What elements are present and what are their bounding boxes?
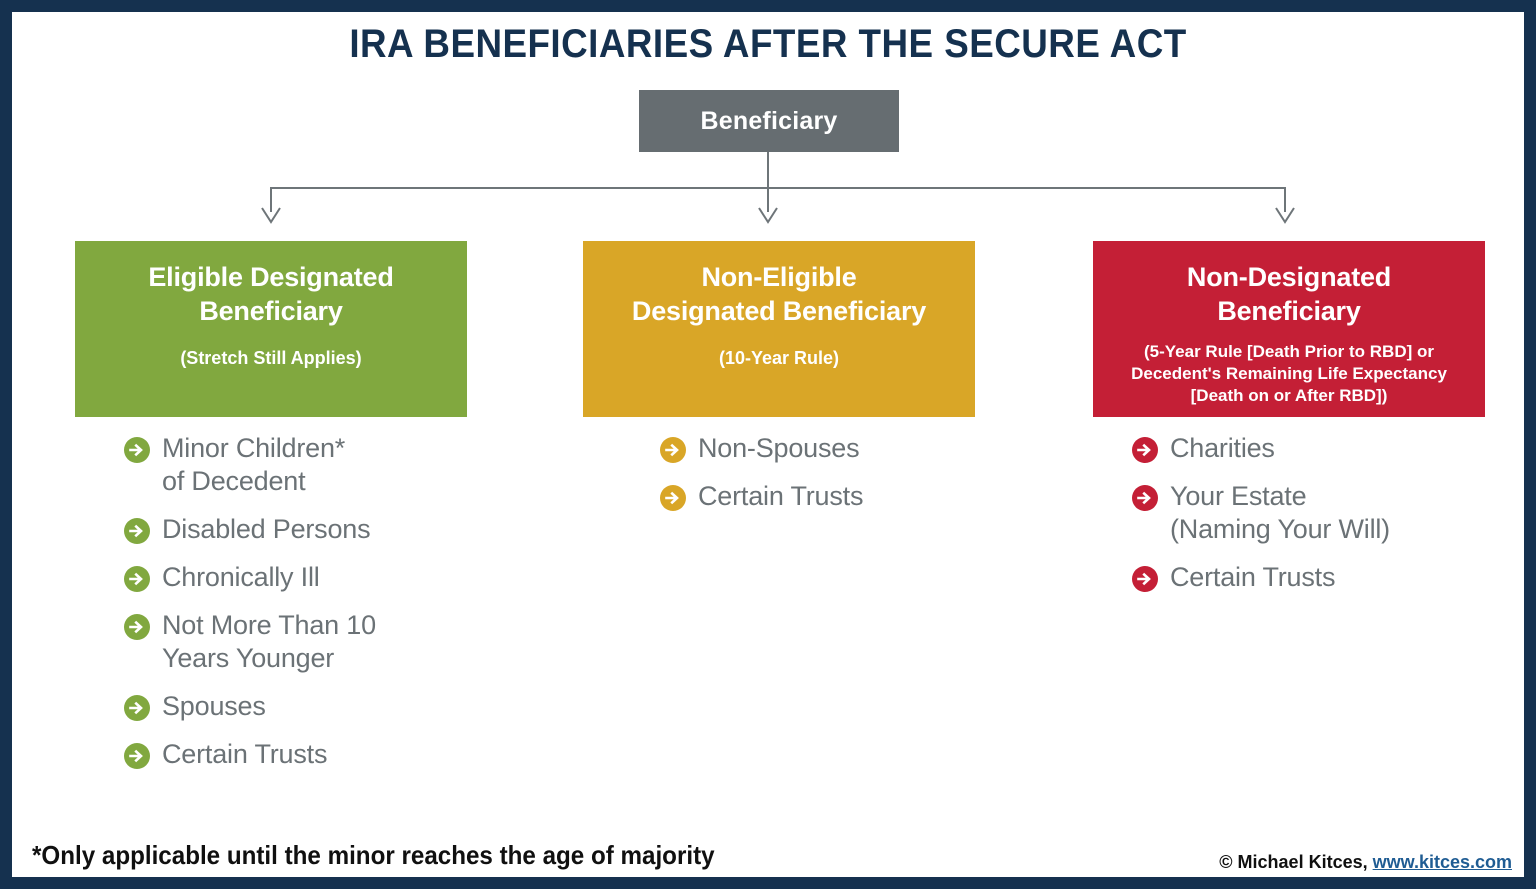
connector-stem (767, 152, 769, 188)
copyright-text: © Michael Kitces, (1219, 852, 1373, 872)
list-item: Your Estate (Naming Your Will) (1132, 480, 1524, 546)
arrow-down-icon-middle (758, 207, 778, 224)
list-item: Spouses (124, 690, 544, 723)
list-item-label: Not More Than 10 Years Younger (162, 610, 376, 673)
category-eligible-designated-beneficiary: Eligible Designated Beneficiary (Stretch… (75, 241, 467, 417)
list-item-label: Minor Children* of Decedent (162, 433, 346, 496)
connector-drop-right (1284, 187, 1286, 212)
arrow-circle-right-icon (1132, 485, 1158, 511)
category-subtitle-green: (Stretch Still Applies) (180, 347, 362, 368)
category-title-yellow: Non-Eligible Designated Beneficiary (631, 262, 927, 326)
arrow-circle-right-icon (660, 485, 686, 511)
arrow-circle-right-icon (124, 437, 150, 463)
kitces-website-link[interactable]: www.kitces.com (1372, 852, 1512, 872)
list-item-label: Certain Trusts (1170, 562, 1336, 592)
node-beneficiary: Beneficiary (639, 90, 899, 152)
category-title-red: Non-Designated Beneficiary (1186, 262, 1392, 326)
list-item: Chronically Ill (124, 561, 544, 594)
arrow-circle-right-icon (124, 518, 150, 544)
connector-drop-middle (767, 187, 769, 212)
list-item: Certain Trusts (1132, 561, 1524, 594)
arrow-circle-right-icon (124, 695, 150, 721)
category-subtitle-red: (5-Year Rule [Death Prior to RBD] or Dec… (1131, 341, 1447, 405)
arrow-circle-right-icon (660, 437, 686, 463)
copyright-credit: © Michael Kitces, www.kitces.com (1219, 852, 1512, 873)
list-item: Not More Than 10 Years Younger (124, 609, 544, 675)
arrow-down-icon-left (261, 207, 281, 224)
list-item-label: Non-Spouses (698, 433, 860, 463)
arrow-circle-right-icon (124, 566, 150, 592)
arrow-circle-right-icon (124, 614, 150, 640)
list-item-label: Your Estate (Naming Your Will) (1170, 481, 1390, 544)
arrow-circle-right-icon (1132, 566, 1158, 592)
list-item: Disabled Persons (124, 513, 544, 546)
list-non-eligible-designated-beneficiary: Non-Spouses Certain Trusts (660, 432, 1060, 528)
connector-drop-left (270, 187, 272, 212)
list-item: Certain Trusts (660, 480, 1060, 513)
category-header-yellow: Non-Eligible Designated Beneficiary (10-… (583, 241, 975, 417)
list-item-label: Spouses (162, 691, 266, 721)
diagram-canvas: IRA BENEFICIARIES AFTER THE SECURE ACT B… (12, 12, 1524, 877)
footnote: *Only applicable until the minor reaches… (32, 840, 715, 870)
category-header-green: Eligible Designated Beneficiary (Stretch… (75, 241, 467, 417)
list-item: Non-Spouses (660, 432, 1060, 465)
arrow-circle-right-icon (1132, 437, 1158, 463)
list-non-designated-beneficiary: Charities Your Estate (Naming Your Will)… (1132, 432, 1524, 609)
page-title: IRA BENEFICIARIES AFTER THE SECURE ACT (349, 22, 1187, 66)
category-title-green: Eligible Designated Beneficiary (148, 262, 394, 326)
category-header-red: Non-Designated Beneficiary (5-Year Rule … (1093, 241, 1485, 417)
list-item-label: Certain Trusts (162, 739, 328, 769)
list-item-label: Certain Trusts (698, 481, 864, 511)
list-item-label: Chronically Ill (162, 562, 320, 592)
category-non-eligible-designated-beneficiary: Non-Eligible Designated Beneficiary (10-… (583, 241, 975, 417)
arrow-down-icon-right (1275, 207, 1295, 224)
connector-horizontal (270, 187, 1286, 189)
list-item: Certain Trusts (124, 738, 544, 771)
list-item-label: Charities (1170, 433, 1275, 463)
category-non-designated-beneficiary: Non-Designated Beneficiary (5-Year Rule … (1093, 241, 1485, 417)
list-item: Charities (1132, 432, 1524, 465)
arrow-circle-right-icon (124, 743, 150, 769)
list-item: Minor Children* of Decedent (124, 432, 544, 498)
list-eligible-designated-beneficiary: Minor Children* of Decedent Disabled Per… (124, 432, 544, 786)
node-beneficiary-label: Beneficiary (700, 106, 838, 135)
category-subtitle-yellow: (10-Year Rule) (718, 347, 840, 368)
list-item-label: Disabled Persons (162, 514, 371, 544)
